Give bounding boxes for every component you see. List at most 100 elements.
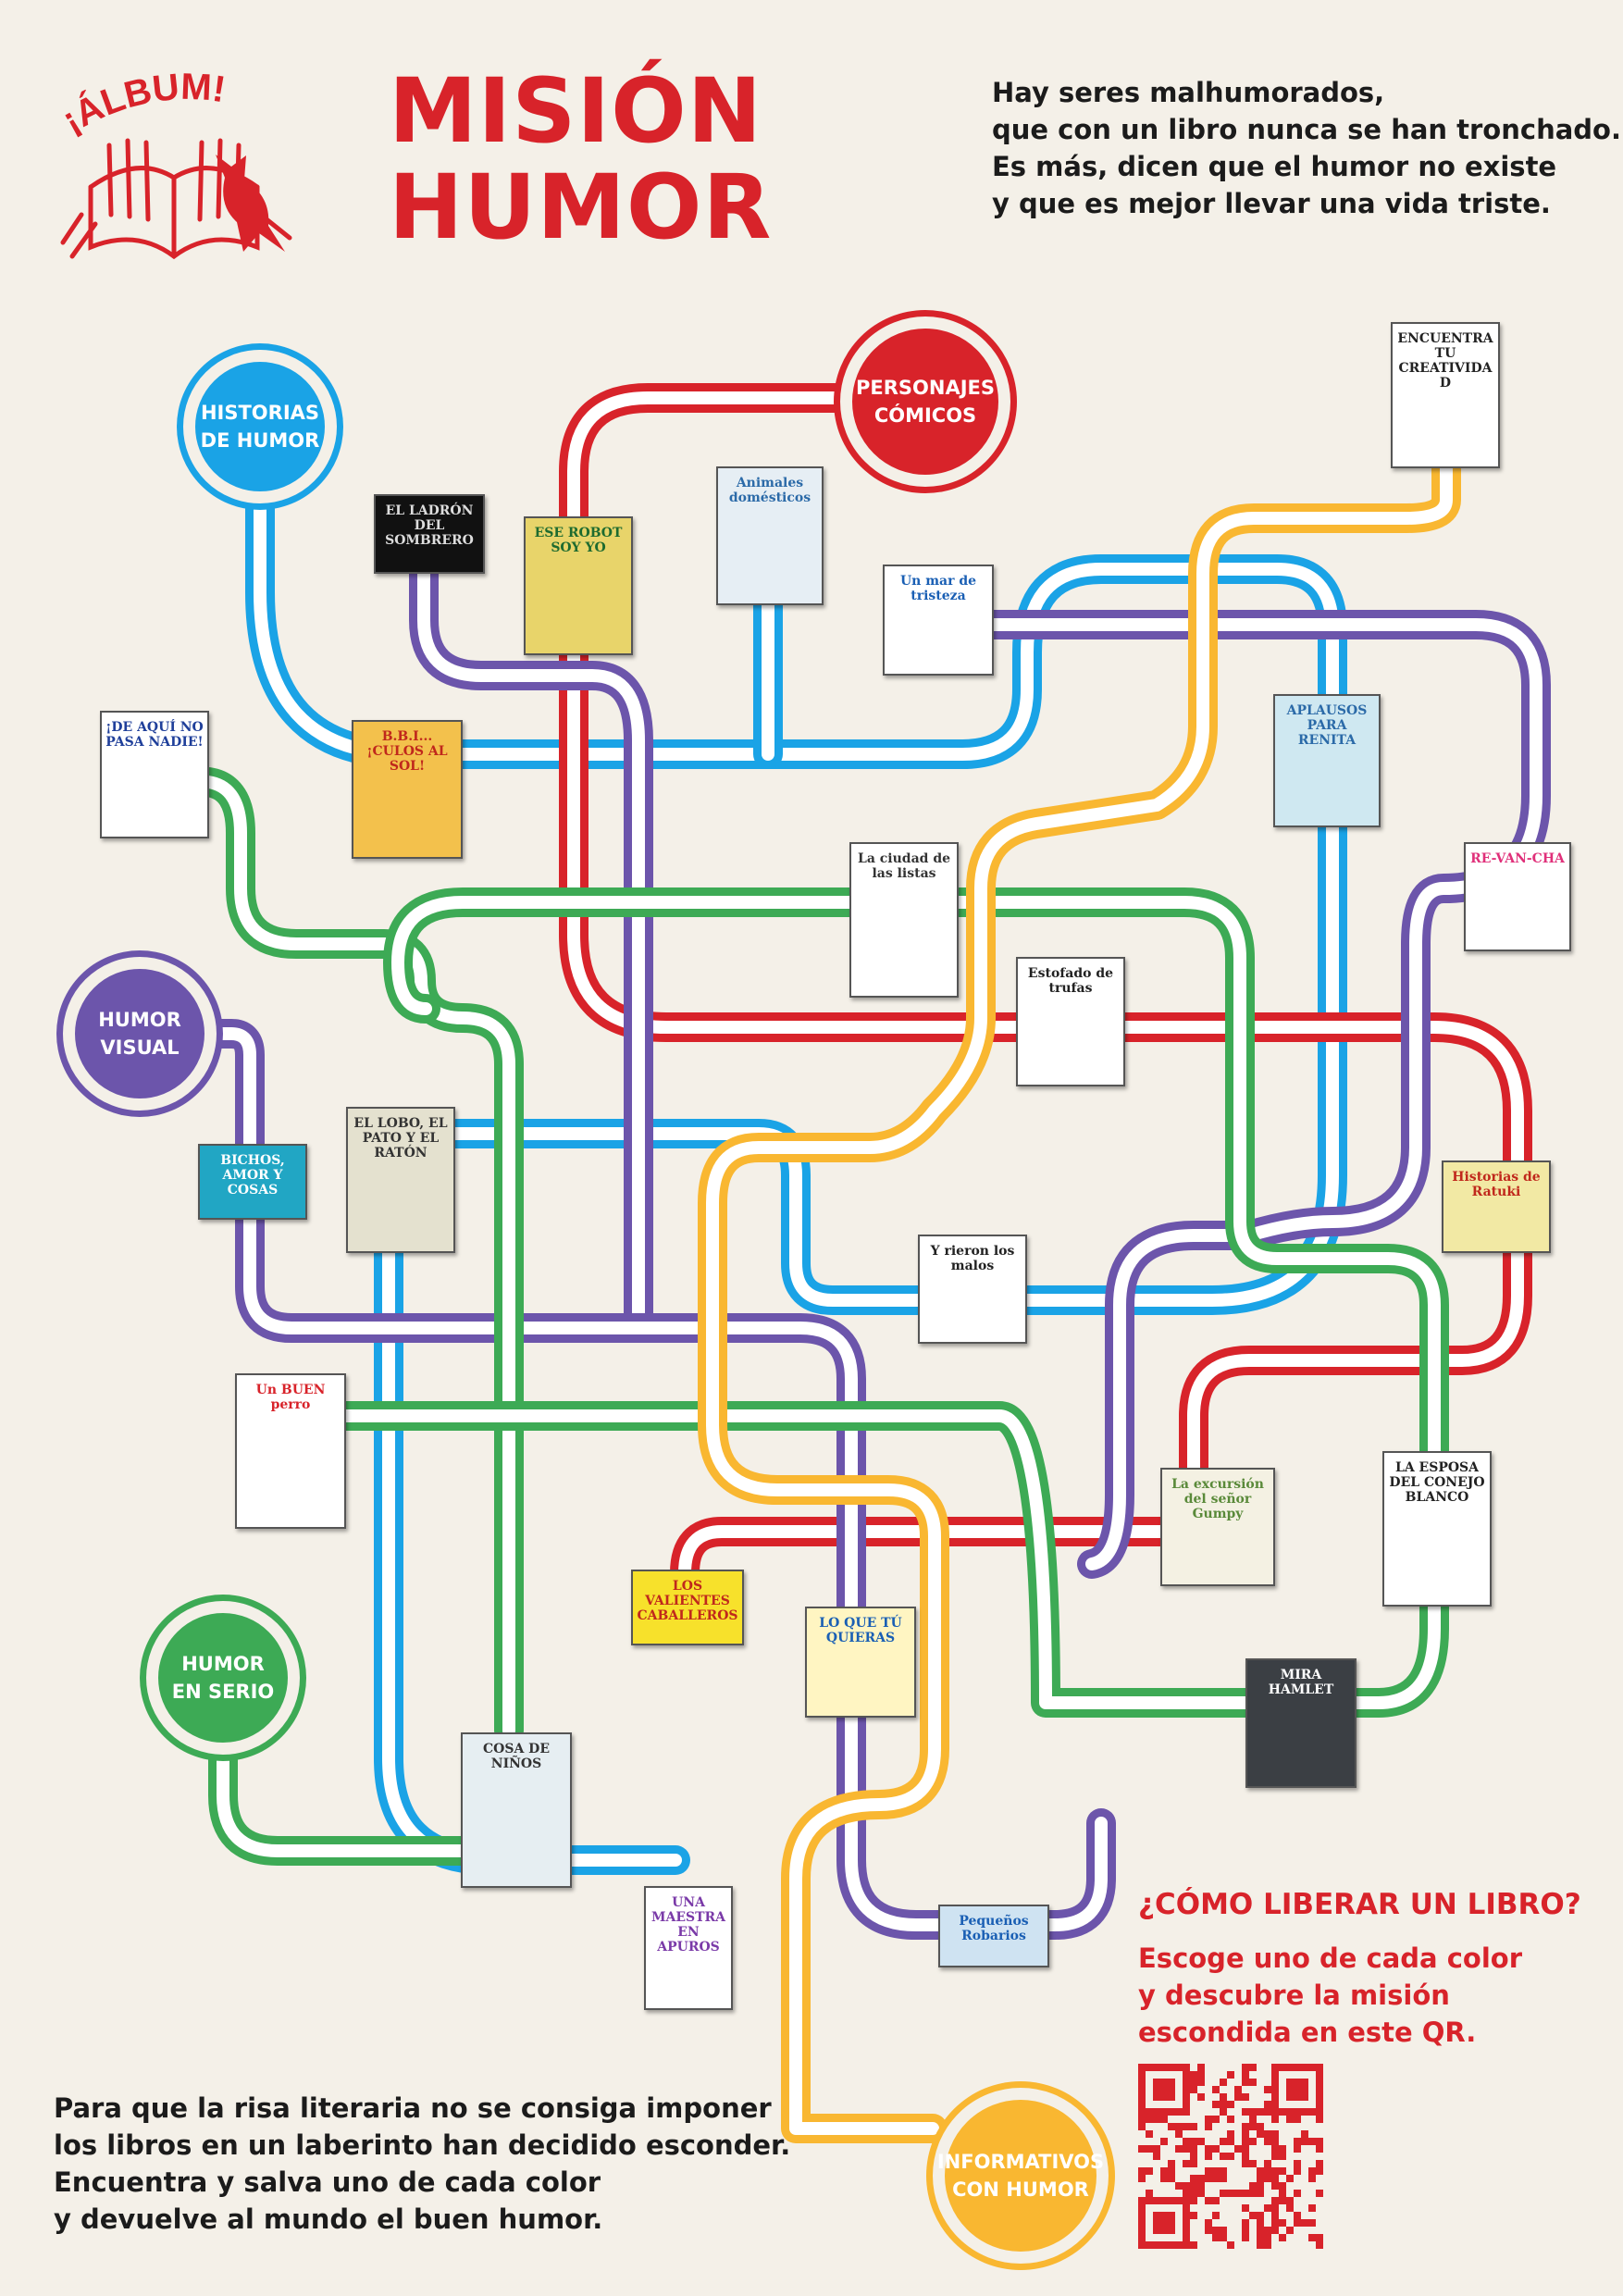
qr-module xyxy=(1234,2086,1242,2093)
qr-module xyxy=(1234,2093,1242,2101)
qr-module xyxy=(1242,2160,1249,2167)
qr-module xyxy=(1308,2219,1316,2227)
book-animales-domesticos[interactable]: Animales domésticos xyxy=(716,466,824,605)
qr-module xyxy=(1168,2175,1175,2182)
book-aplausos-para-renita[interactable]: APLAUSOS PARA RENITA xyxy=(1273,694,1381,827)
book-revancha[interactable]: RE-VAN-CHA xyxy=(1464,842,1571,951)
qr-module xyxy=(1146,2167,1153,2175)
qr-module xyxy=(1197,2079,1205,2086)
qr-module xyxy=(1175,2123,1183,2130)
qr-module xyxy=(1212,2116,1220,2123)
qr-module xyxy=(1264,2086,1271,2093)
book-title: Pequeños Robarios xyxy=(959,1914,1029,1943)
book-y-rieron-los-malos[interactable]: Y rieron los malos xyxy=(918,1235,1027,1344)
qr-module xyxy=(1227,2130,1234,2138)
qr-module xyxy=(1279,2219,1286,2227)
book-los-valientes-caballeros[interactable]: LOS VALIENTES CABALLEROS xyxy=(631,1570,744,1645)
qr-module xyxy=(1153,2212,1160,2219)
qr-module xyxy=(1249,2212,1257,2219)
book-pequenos-robarios[interactable]: Pequeños Robarios xyxy=(938,1905,1049,1967)
book-la-esposa-del-conejo-blanco[interactable]: LA ESPOSA DEL CONEJO BLANCO xyxy=(1382,1451,1492,1607)
book-bichos-amor-y-cosas[interactable]: BICHOS, AMOR Y COSAS xyxy=(198,1144,307,1220)
book-de-aqui-no-pasa-nadie[interactable]: ¡DE AQUÍ NO PASA NADIE! xyxy=(100,711,209,838)
qr-module xyxy=(1294,2116,1301,2123)
qr-module xyxy=(1316,2160,1323,2167)
book-una-maestra-en-apuros[interactable]: UNA MAESTRA EN APUROS xyxy=(644,1886,733,2010)
book-historias-de-ratuki[interactable]: Historias de Ratuki xyxy=(1442,1160,1551,1253)
qr-module xyxy=(1168,2064,1175,2071)
book-title: LOS VALIENTES CABALLEROS xyxy=(637,1579,738,1623)
qr-module xyxy=(1220,2101,1227,2108)
qr-module xyxy=(1308,2234,1316,2241)
qr-module xyxy=(1220,2167,1227,2175)
qr-module xyxy=(1183,2138,1190,2145)
qr-module xyxy=(1301,2093,1308,2101)
book-la-ciudad-de-las-listas[interactable]: La ciudad de las listas xyxy=(849,842,959,998)
qr-module xyxy=(1190,2145,1197,2153)
book-lo-que-tu-quieras[interactable]: LO QUE TÚ QUIERAS xyxy=(805,1607,916,1718)
qr-module xyxy=(1257,2108,1264,2116)
qr-module xyxy=(1160,2086,1168,2093)
qr-module xyxy=(1183,2071,1190,2079)
book-title: Y rieron los malos xyxy=(930,1244,1015,1273)
intro-line: y que es mejor llevar una vida triste. xyxy=(992,188,1551,219)
qr-module xyxy=(1264,2130,1271,2138)
book-un-buen-perro[interactable]: Un BUEN perro xyxy=(235,1373,346,1529)
qr-module xyxy=(1271,2079,1279,2086)
outro-line: Para que la risa literaria no se consiga… xyxy=(54,2092,772,2124)
book-el-lobo-el-pato-y-el-raton[interactable]: EL LOBO, EL PATO Y EL RATÓN xyxy=(346,1107,455,1253)
qr-module xyxy=(1271,2204,1279,2212)
qr-module xyxy=(1212,2175,1220,2182)
qr-module xyxy=(1153,2086,1160,2093)
metro-line-inner-8 xyxy=(217,1748,469,1857)
qr-module xyxy=(1190,2175,1197,2182)
qr-module xyxy=(1286,2227,1294,2234)
qr-module xyxy=(1183,2101,1190,2108)
qr-module xyxy=(1279,2167,1286,2175)
qr-module xyxy=(1294,2219,1301,2227)
qr-module xyxy=(1286,2175,1294,2182)
qr-module xyxy=(1301,2108,1308,2116)
qr-module xyxy=(1168,2086,1175,2093)
qr-module xyxy=(1138,2108,1146,2116)
book-el-ladron-del-sombrero[interactable]: EL LADRÓN DEL SOMBRERO xyxy=(374,494,485,574)
qr-module xyxy=(1175,2197,1183,2204)
qr-code[interactable] xyxy=(1138,2064,1323,2249)
qr-module xyxy=(1212,2197,1220,2204)
qr-module xyxy=(1168,2160,1175,2167)
qr-module xyxy=(1160,2227,1168,2234)
metro-line-8 xyxy=(208,1740,477,1866)
book-title: La ciudad de las listas xyxy=(857,851,951,881)
qr-module xyxy=(1168,2212,1175,2219)
book-estofado-de-trufas[interactable]: Estofado de trufas xyxy=(1016,957,1125,1086)
qr-module xyxy=(1183,2064,1190,2071)
qr-module xyxy=(1294,2190,1301,2197)
book-culos-al-sol[interactable]: B.B.I... ¡CULOS AL SOL! xyxy=(352,720,463,859)
book-un-mar-de-tristeza[interactable]: Un mar de tristeza xyxy=(883,565,994,676)
qr-module xyxy=(1279,2108,1286,2116)
qr-module xyxy=(1138,2101,1146,2108)
book-ese-robot-soy-yo[interactable]: ESE ROBOT SOY YO xyxy=(524,516,633,655)
book-title: ESE ROBOT SOY YO xyxy=(534,526,623,555)
qr-module xyxy=(1294,2086,1301,2093)
qr-module xyxy=(1190,2071,1197,2079)
qr-module xyxy=(1249,2116,1257,2123)
outro-line: Encuentra y salva uno de cada color xyxy=(54,2166,601,2198)
book-mira-hamlet[interactable]: MIRA HAMLET xyxy=(1245,1658,1357,1788)
qr-module xyxy=(1138,2241,1146,2249)
book-cosa-de-ninos[interactable]: COSA DE NIÑOS xyxy=(461,1732,572,1888)
qr-module xyxy=(1146,2108,1153,2116)
qr-module xyxy=(1138,2123,1146,2130)
book-encuentra-tu-creatividad[interactable]: ENCUENTRA TU CREATIVIDAD xyxy=(1391,322,1500,468)
book-la-excursion-del-senor-gumpy[interactable]: La excursión del señor Gumpy xyxy=(1160,1468,1275,1586)
page-title: MISIÓN HUMOR xyxy=(389,63,772,255)
qr-module xyxy=(1227,2190,1234,2197)
qr-module xyxy=(1279,2064,1286,2071)
qr-module xyxy=(1271,2138,1279,2145)
